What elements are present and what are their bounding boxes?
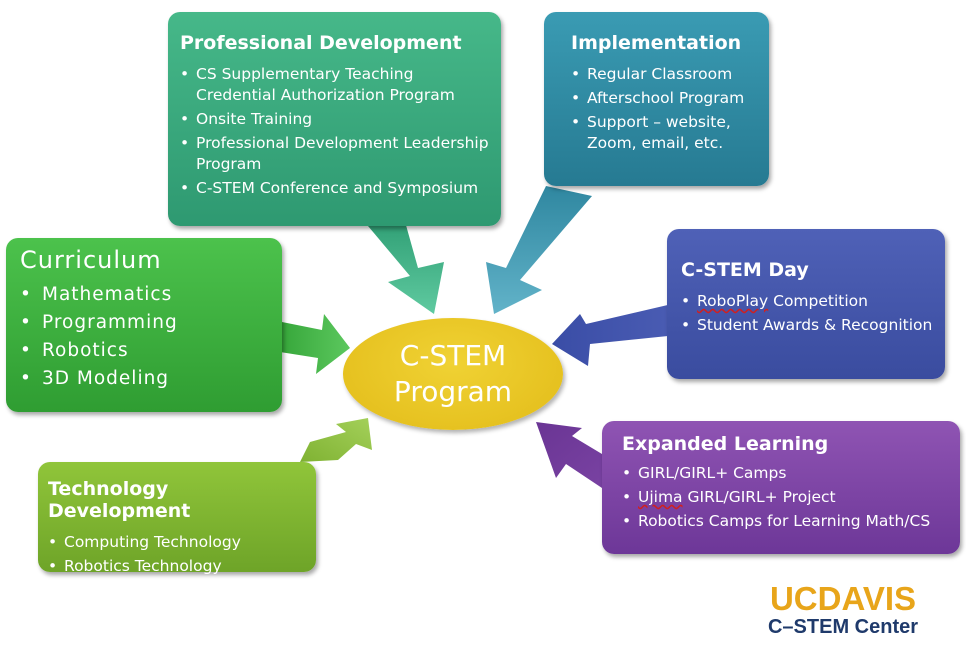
bullet-icon: • [20,284,32,305]
list-item-text: CS Supplementary Teaching Credential Aut… [196,65,455,104]
bullet-icon: • [571,113,581,131]
bullet-icon: • [180,134,190,152]
technology-development-list: • Computing Technology • Robotics Technolo… [48,532,306,577]
bullet-icon: • [180,110,190,128]
bullet-icon: • [20,312,32,333]
arrow-professional-development [368,218,444,314]
implementation-list: •Regular Classroom •Afterschool Program … [571,64,757,154]
bullet-icon: • [20,368,32,389]
list-item-underlined-text: RoboPlay [697,292,769,310]
list-item: • Robotics Technology [48,556,306,577]
bullet-icon: • [20,340,32,361]
expanded-learning-list: • GIRL/GIRL+ Camps • Ujima GIRL/GIRL+ Proj… [622,463,950,532]
list-item-text: GIRL/GIRL+ Project [682,488,836,506]
bullet-icon: • [622,512,632,530]
list-item: • 3D Modeling [20,366,270,391]
professional-development-title: Professional Development [180,32,462,54]
list-item-text: Professional Development Leadership Prog… [196,134,489,173]
list-item-text: Robotics Technology [64,557,222,575]
list-item: • Regular Classroom [571,64,757,85]
expanded-learning-title: Expanded Learning [622,433,829,455]
bullet-icon: • [48,557,58,575]
technology-development-box: Technology Development • Computing Techno… [38,462,316,575]
cstem-day-list: • RoboPlay Competition • Student Awards & … [681,291,935,336]
list-item-text: Programming [42,312,178,333]
list-item-text: Robotics Camps for Learning Math/CS [638,512,931,530]
arrow-curriculum [280,314,350,374]
list-item-text: Robotics [42,340,129,361]
list-item-text: GIRL/GIRL+ Camps [638,464,787,482]
logo-cstem-center-text: C–STEM Center [767,616,919,638]
ucdavis-cstem-logo: UCDAVIS C–STEM Center [758,580,928,639]
list-item-text: Support – website, Zoom, email, etc. [587,113,731,152]
bullet-icon: • [48,533,58,551]
list-item: • CS Supplementary Teaching Credential Au… [180,64,489,106]
list-item-text: Regular Classroom [587,65,733,83]
list-item: • Student Awards & Recognition [681,315,935,336]
technology-development-title: Technology Development [48,478,191,522]
expanded-learning-box: Expanded Learning • GIRL/GIRL+ Camps • Uji… [602,421,960,554]
list-item-text: Competition [768,292,868,310]
curriculum-box: Curriculum • Mathematics • Programming • Ro… [6,238,282,412]
bullet-icon: • [180,65,190,83]
professional-development-box: Professional Development • CS Supplementa… [168,12,501,226]
bullet-icon: • [180,179,190,197]
list-item: • Computing Technology [48,532,306,553]
list-item: • Robotics [20,338,270,363]
curriculum-title: Curriculum [20,246,162,274]
list-item: • Support – website, Zoom, email, etc. [571,112,757,154]
list-item-text: Mathematics [42,284,173,305]
implementation-box: Implementation • Regular Classroom • After… [544,12,769,186]
list-item: • Programming [20,310,270,335]
bullet-icon: • [681,292,691,310]
list-item: • C-STEM Conference and Symposium [180,178,489,199]
list-item: • RoboPlay Competition [681,291,935,312]
list-item: • Mathematics [20,282,270,307]
center-title-line1: C-STEM [399,339,507,372]
list-item: • GIRL/GIRL+ Camps [622,463,950,484]
list-item: • Ujima GIRL/GIRL+ Project [622,487,950,508]
bullet-icon: • [622,488,632,506]
list-item-text: Computing Technology [64,533,241,551]
logo-ucdavis-text: UCDAVIS [769,580,917,617]
professional-development-list: • CS Supplementary Teaching Credential Au… [180,64,489,199]
arrow-implementation [486,186,592,314]
bullet-icon: • [571,89,581,107]
list-item-text: Afterschool Program [587,89,745,107]
bullet-icon: • [571,65,581,83]
list-item: • Robotics Camps for Learning Math/CS [622,511,950,532]
implementation-title: Implementation [571,32,742,54]
list-item-text: 3D Modeling [42,368,170,389]
bullet-icon: • [681,316,691,334]
list-item: • Professional Development Leadership Pro… [180,133,489,175]
cstem-day-box: C-STEM Day • RoboPlay Competition • Studen… [667,229,945,379]
list-item-text: Student Awards & Recognition [697,316,933,334]
arrow-technology-development [300,418,372,462]
list-item: • Onsite Training [180,109,489,130]
list-item-text: Onsite Training [196,110,313,128]
bullet-icon: • [622,464,632,482]
arrow-cstem-day [552,304,672,366]
list-item: • Afterschool Program [571,88,757,109]
curriculum-list: • Mathematics • Programming • Robotics • 3D … [20,282,270,391]
arrow-expanded-learning [536,422,612,488]
cstem-day-title: C-STEM Day [681,259,809,281]
center-title-line2: Program [393,375,513,408]
list-item-text: C-STEM Conference and Symposium [196,179,479,197]
center-program-oval: C-STEM Program [343,318,563,430]
list-item-underlined-text: Ujima [638,488,683,506]
